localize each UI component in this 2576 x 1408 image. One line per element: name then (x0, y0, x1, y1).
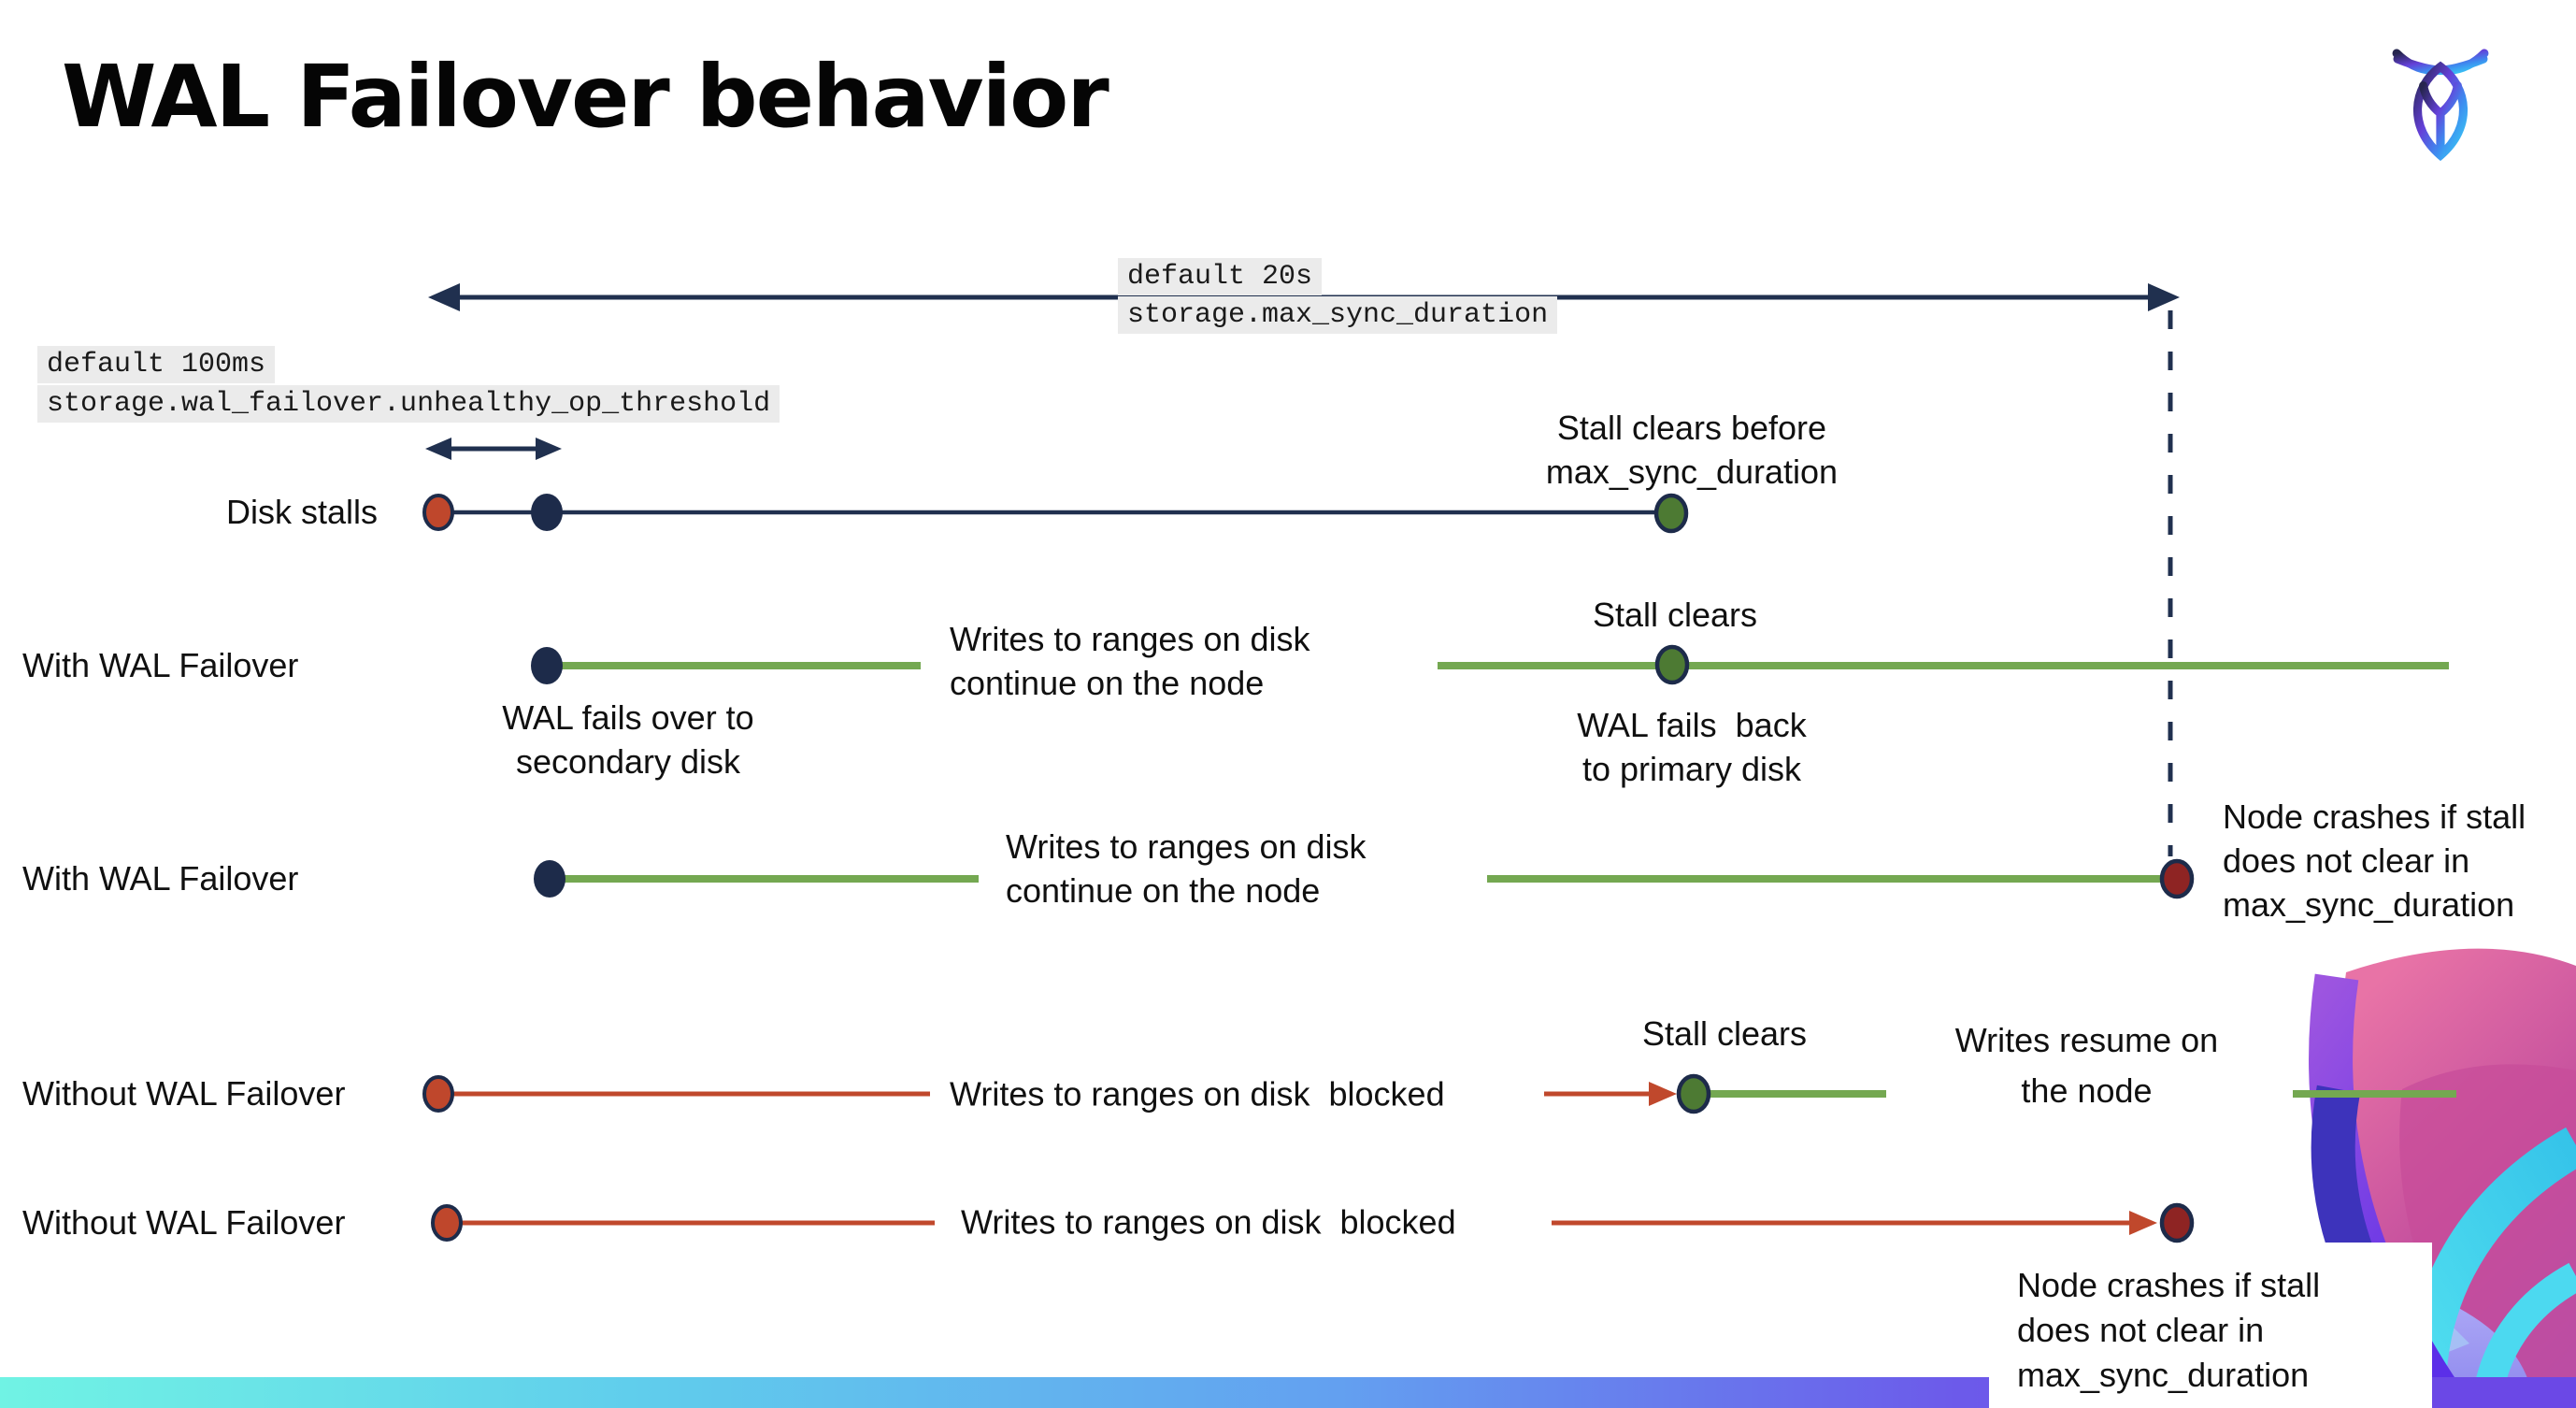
wal-fails-back-note: WAL fails back to primary disk (1577, 706, 1807, 788)
row-label-with-wal-failover-1: With WAL Failover (22, 646, 299, 684)
stall-clears-before-note: Stall clears before max_sync_duration (1545, 409, 1839, 491)
disk-stall-start-dot (431, 1204, 463, 1242)
logo-y-stem (2419, 81, 2462, 159)
threshold-default-label: default 100ms (37, 346, 276, 383)
disk-stall-start-dot (422, 494, 454, 531)
row-label-disk-stalls: Disk stalls (226, 493, 379, 531)
stall-clears-dot (1654, 644, 1690, 685)
stall-clears-dot (1676, 1073, 1711, 1114)
max-sync-setting-label: storage.max_sync_duration (1118, 296, 1558, 334)
node-crashes-note-1: Node crashes if stall does not clear in … (2223, 797, 2526, 924)
node-crash-dot (2159, 858, 2195, 899)
row-label-without-wal-failover-1: Without WAL Failover (22, 1074, 346, 1113)
writes-resume-note: Writes resume on the node (1954, 1021, 2219, 1110)
arrowhead-left-icon (428, 283, 460, 311)
failover-threshold-dot (531, 494, 563, 531)
cockroachdb-logo-icon (2392, 49, 2489, 161)
row-label-with-wal-failover-2: With WAL Failover (22, 859, 299, 898)
wal-failover-dot (534, 860, 565, 898)
writes-blocked-note-1: Writes to ranges on disk blocked (950, 1074, 1445, 1113)
red-arrowhead-icon (1649, 1082, 1677, 1106)
max-sync-default-label: default 20s (1118, 258, 1323, 295)
writes-blocked-note-2: Writes to ranges on disk blocked (961, 1202, 1456, 1242)
disk-stall-start-dot (422, 1075, 454, 1113)
node-crashes-callout-box: Node crashes if stall does not clear in … (1989, 1243, 2432, 1408)
wal-fails-over-note: WAL fails over to secondary disk (502, 698, 754, 781)
threshold-setting-label: storage.wal_failover.unhealthy_op_thresh… (37, 385, 780, 423)
stall-clears-note-1: Stall clears (1592, 596, 1758, 634)
row-label-without-wal-failover-2: Without WAL Failover (22, 1203, 346, 1242)
node-crashes-note-2: Node crashes if stall does not clear in … (2017, 1266, 2321, 1394)
arrowhead-right-icon (2148, 283, 2180, 311)
arrowhead-right-icon (536, 438, 562, 460)
writes-continue-note-1: Writes to ranges on disk continue on the… (950, 620, 1310, 702)
stall-clears-note-2: Stall clears (1641, 1014, 1808, 1053)
stall-clears-dot (1653, 493, 1689, 534)
wal-failover-dot (531, 647, 563, 684)
arrowhead-left-icon (425, 438, 451, 460)
page-title: WAL Failover behavior (62, 47, 1109, 147)
writes-continue-note-2: Writes to ranges on disk continue on the… (1006, 827, 1367, 910)
